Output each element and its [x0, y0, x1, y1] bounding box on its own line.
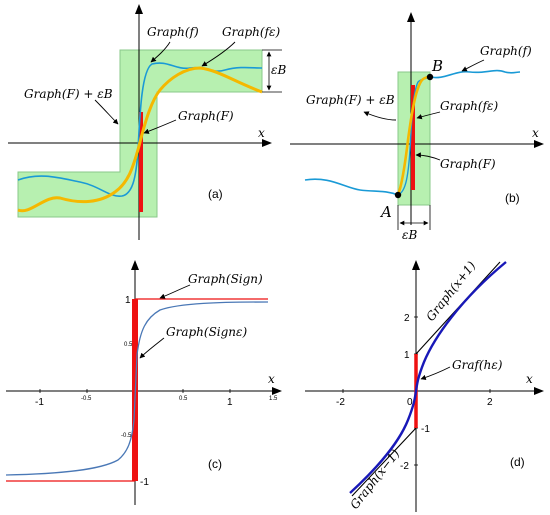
panel-d: -2 0 2 2 1 -1 -2 Graph(x+1) Graph(x−1) G…: [305, 258, 544, 512]
panel-a: εB Graph(f) Graph(fε) Graph(F) + εB Grap…: [8, 4, 286, 240]
y-tick-label-c: -0.5: [121, 433, 132, 439]
label-graph-f-eps-b: Graph(fε): [440, 99, 498, 113]
label-graph-f-eps-a: Graph(fε): [222, 25, 280, 39]
curve-f-right-b: [429, 69, 521, 79]
arrow-graf-h-eps-d: [420, 366, 451, 381]
y-tick-label-c: 0.5: [124, 342, 133, 348]
curve-f-a: [17, 62, 263, 197]
eps-b-label-b: εB: [402, 228, 417, 242]
x-axis-arrow-d: [534, 387, 544, 395]
arrow-graph-F-eB-b: [363, 111, 397, 121]
label-graph-sign-c: Graph(Sign): [188, 272, 263, 286]
panel-b: A B εB Graph(f) Graph(F) + εB Graph(fε) …: [290, 12, 544, 242]
curve-f-eps-b: [396, 75, 431, 196]
y-axis-arrow-b: [407, 12, 415, 22]
arrow-graph-F-a: [143, 119, 177, 134]
line-x-minus-1-d: [351, 427, 417, 497]
label-graph-F-b: Graph(F): [440, 157, 496, 171]
arrow-graph-f-a: [150, 41, 171, 63]
curve-f-left-b: [304, 178, 399, 196]
panel-tag-b: (b): [505, 191, 520, 205]
x-tick-label-c: -0.5: [81, 396, 92, 402]
x-tick-label-d: 2: [487, 397, 493, 408]
x-tick-label-c: 1.5: [269, 396, 278, 402]
x-tick-label-c: -1: [35, 397, 44, 408]
x-tick-label-d: 0: [407, 397, 413, 408]
x-tick-label-c: 0.5: [179, 396, 188, 402]
axis-x-label-c: x: [268, 372, 275, 386]
panel-c: -1 -0.5 0.5 1 1.5 1 0.5 -0.5 -1 Graph(Si…: [5, 260, 282, 505]
label-graph-F-a: Graph(F): [178, 109, 234, 123]
label-graph-f-b: Graph(f): [480, 44, 532, 58]
y-tick-label-d: 1: [404, 350, 410, 361]
arrow-graph-F-b: [415, 152, 441, 161]
eps-b-label-a: εB: [271, 63, 286, 77]
point-b-label: B: [431, 57, 443, 75]
y-tick-label-c: 1: [125, 295, 131, 306]
axis-x-label-a: x: [258, 126, 265, 140]
y-tick-label-d: -1: [421, 424, 430, 435]
axis-x-label-d: x: [526, 372, 533, 386]
y-tick-label-c: -1: [140, 477, 149, 488]
panel-tag-d: (d): [510, 455, 525, 469]
x-axis-arrow-b: [534, 140, 544, 148]
arrow-graph-F-eB-a: [94, 99, 119, 125]
curve-sign-eps-c: [5, 301, 269, 476]
arrow-graph-sign-c: [159, 284, 191, 299]
point-b-marker: [426, 73, 434, 81]
label-graph-x-minus-1-d: Graph(x−1): [347, 446, 402, 511]
y-axis-arrow-c: [131, 260, 139, 270]
arrow-graph-f-b: [461, 59, 485, 72]
axis-x-label-b: x: [532, 126, 539, 140]
point-a-label: A: [379, 203, 392, 221]
curve-h-eps-d: [349, 261, 507, 494]
arrow-graph-f-eps-a: [201, 41, 236, 67]
arrow-graph-sign-eps-c: [139, 337, 165, 359]
y-tick-label-d: 2: [404, 313, 410, 324]
x-tick-label-d: -2: [336, 397, 345, 408]
label-graph-f-a: Graph(f): [147, 25, 199, 39]
panel-tag-a: (a): [208, 187, 223, 201]
y-axis-arrow-d: [412, 260, 420, 270]
label-graph-x-plus-1-d: Graph(x+1): [423, 258, 478, 323]
panel-tag-c: (c): [208, 457, 222, 471]
y-axis-arrow-a: [135, 4, 143, 14]
label-graph-F-eB-b: Graph(F) + εB: [306, 93, 395, 107]
point-a-marker: [394, 191, 402, 199]
label-graph-F-eB-a: Graph(F) + εB: [24, 87, 113, 101]
x-tick-label-c: 1: [227, 397, 233, 408]
curve-f-eps-a: [17, 66, 263, 213]
x-axis-arrow-a: [262, 139, 272, 147]
arrow-graph-f-eps-b: [416, 111, 441, 120]
label-graf-h-eps-d: Graf(hε): [452, 358, 503, 372]
label-graph-sign-eps-c: Graph(Signε): [166, 325, 247, 339]
y-tick-label-d: -2: [400, 461, 409, 472]
